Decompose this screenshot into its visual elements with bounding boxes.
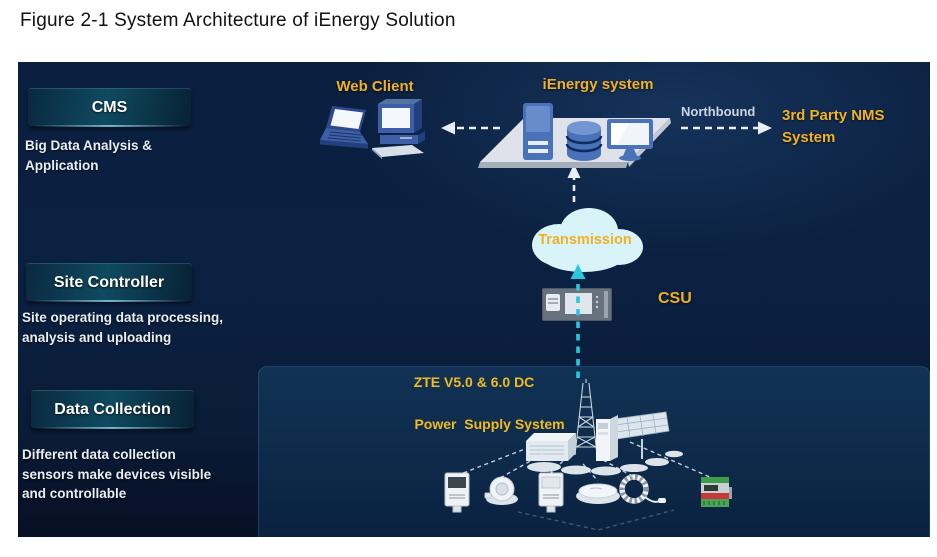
ienergy-system-label: iEnergy system — [542, 76, 654, 93]
din-rail-meter-icon — [701, 477, 732, 507]
architecture-diagram: CMS Big Data Analysis & Application Site… — [18, 62, 930, 537]
site-cluster-icon — [526, 379, 683, 476]
desktop-computer-icon — [372, 99, 425, 159]
power-supply-label: ZTE V5.0 & 6.0 DC Power Supply System — [349, 372, 599, 456]
cms-description: Big Data Analysis & Application — [25, 138, 153, 173]
transmission-cloud: Transmission — [521, 203, 649, 275]
arrow-cloud-to-platform — [567, 164, 581, 202]
site-controller-label: Site Controller — [53, 273, 165, 291]
data-collection-label: Data Collection — [54, 400, 171, 418]
cloud-icon — [532, 208, 643, 272]
round-sensor-icon — [484, 476, 518, 505]
power-cabinet-icon — [526, 433, 576, 461]
layer-pill-site-controller: Site Controller — [26, 263, 192, 302]
layer-pill-data-collection: Data Collection — [31, 390, 194, 429]
arrow-northbound — [681, 121, 772, 135]
rectifier-cabinet-icon — [596, 415, 618, 461]
laptop-icon — [320, 106, 368, 149]
layer-pill-cms: CMS — [28, 88, 191, 127]
northbound-label: Northbound — [681, 104, 756, 119]
csu-label: CSU — [658, 290, 692, 307]
csu-controller-icon — [542, 288, 612, 321]
third-party-nms-label: 3rd Party NMS System — [782, 107, 885, 146]
telecom-tower-icon — [574, 379, 598, 456]
arrow-ienergy-to-webclient — [441, 121, 500, 135]
figure-caption: Figure 2-1 System Architecture of iEnerg… — [20, 10, 456, 31]
ground-pads — [527, 450, 683, 476]
data-collection-description: Different data collection sensors make d… — [22, 447, 212, 502]
monitor-icon — [607, 119, 653, 161]
server-icon — [523, 103, 553, 160]
power-supply-line1: ZTE V5.0 & 6.0 DC — [413, 374, 535, 390]
energy-meter-icon — [444, 472, 470, 513]
power-supply-line2: Power Supply System — [414, 416, 565, 432]
power-supply-panel: ZTE V5.0 & 6.0 DC Power Supply System — [258, 366, 930, 537]
sensor-fan-lines — [457, 441, 713, 531]
site-controller-description: Site operating data processing, analysis… — [22, 310, 224, 345]
cms-label: CMS — [91, 98, 128, 116]
energy-meter-icon — [538, 472, 564, 513]
database-icon — [565, 121, 603, 161]
transmission-label: Transmission — [538, 232, 632, 248]
current-transformer-coil-icon — [619, 474, 666, 504]
web-client-label: Web Client — [336, 78, 414, 95]
disc-sensor-icon — [576, 483, 620, 504]
csu-link-line — [570, 264, 586, 378]
connector-overlay — [441, 121, 772, 531]
